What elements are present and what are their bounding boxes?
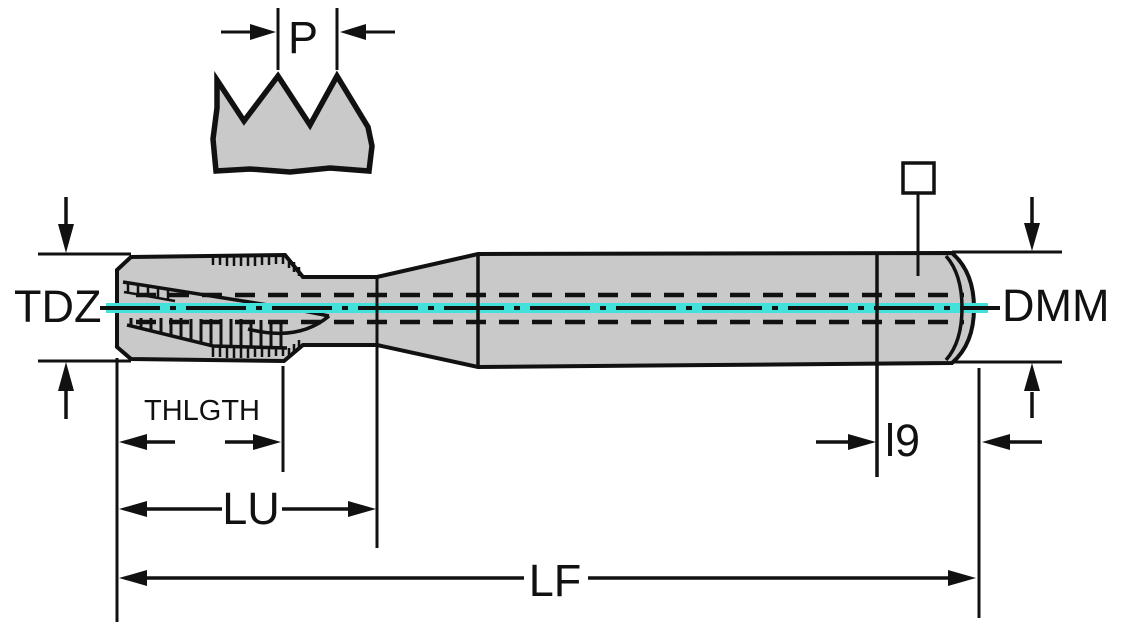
label-l9: l9	[885, 415, 920, 466]
label-thlgth: THLGTH	[144, 395, 260, 427]
thread-crest-teeth-top	[211, 256, 285, 266]
tdz-arrowhead-bottom	[58, 362, 74, 391]
thread-crest-teeth-bottom	[211, 347, 285, 358]
flute-lower-curve	[247, 314, 331, 336]
pitch-arrowhead-left	[250, 24, 276, 40]
dim-thlgth	[119, 366, 285, 472]
dim-lu	[119, 501, 376, 517]
end-chamfer-arc	[944, 254, 964, 362]
tdz-arrowhead-top	[58, 224, 74, 253]
square-drive-icon	[901, 161, 936, 195]
lu-arrowhead-right	[348, 501, 376, 517]
label-lf: LF	[529, 555, 582, 606]
tap-body	[100, 161, 1000, 548]
thlgth-arrowhead-left	[119, 434, 147, 450]
dmm-arrowhead-top	[1024, 223, 1040, 251]
l9-arrowhead-left	[848, 434, 876, 450]
chamfer-hatch-bottom	[287, 340, 301, 358]
pitch-extension-lines	[276, 8, 339, 70]
thread-profile-shape	[210, 70, 375, 175]
lu-arrowhead-left	[119, 501, 147, 517]
pitch-arrowhead-right	[340, 24, 366, 40]
thread-profile-detail	[210, 8, 395, 175]
thlgth-arrowhead-right	[253, 434, 281, 450]
l9-arrowhead-right	[982, 434, 1010, 450]
label-tdz: TDZ	[14, 281, 101, 332]
lf-arrowhead-left	[119, 570, 147, 586]
dim-dmm	[952, 197, 1062, 418]
pitch-label: P	[288, 12, 318, 63]
lf-arrowhead-right	[948, 570, 976, 586]
thread-left-teeth	[126, 282, 170, 300]
dim-l9	[816, 368, 1042, 618]
label-dmm: DMM	[1002, 280, 1109, 331]
dim-lf	[115, 358, 976, 622]
dmm-arrowhead-bottom	[1024, 363, 1040, 391]
label-lu: LU	[222, 483, 280, 534]
chamfer-hatch-top	[287, 258, 301, 276]
